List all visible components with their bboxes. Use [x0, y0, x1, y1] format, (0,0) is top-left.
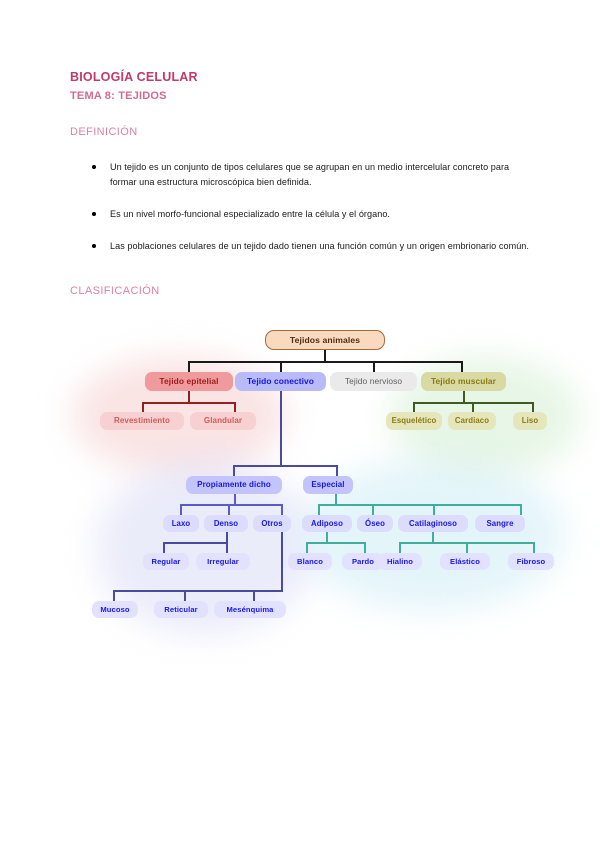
connector-drop-epitelial: [188, 361, 190, 372]
node-cardiaco[interactable]: Cardiaco: [448, 412, 496, 430]
connector-drop-laxo: [180, 504, 182, 515]
connector-drop-esqueletico: [413, 402, 415, 412]
connector-drop-mesenquima: [253, 590, 255, 601]
list-item: Es un nivel morfo-funcional especializad…: [86, 207, 536, 222]
bullet-text: Las poblaciones celulares de un tejido d…: [110, 241, 529, 251]
document-title: BIOLOGÍA CELULAR: [70, 70, 198, 84]
connector-drop-reticular: [184, 590, 186, 601]
node-irregular[interactable]: Irregular: [196, 553, 250, 570]
connector-propiamente-stem: [234, 494, 236, 505]
bullet-dot-icon: [92, 244, 96, 248]
node-esqueletico[interactable]: Esquelético: [386, 412, 442, 430]
node-regular[interactable]: Regular: [143, 553, 189, 570]
connector-denso-stem: [226, 532, 228, 543]
connector-drop-elastico: [466, 542, 468, 553]
node-pardo[interactable]: Pardo: [342, 553, 384, 570]
connector-otros-stem: [281, 532, 283, 591]
connector-drop-catilaginoso: [433, 504, 435, 515]
node-hialino[interactable]: Hialino: [378, 553, 422, 570]
node-sangre[interactable]: Sangre: [475, 515, 525, 532]
bullet-text: Es un nivel morfo-funcional especializad…: [110, 209, 391, 219]
connector-drop-revestimiento: [142, 402, 144, 412]
connector-drop-oseo: [372, 504, 374, 515]
bullet-dot-icon: [92, 165, 96, 169]
node-reticular[interactable]: Reticular: [154, 601, 208, 618]
connector-drop-hialino: [399, 542, 401, 553]
connector-drop-sangre: [520, 504, 522, 515]
connector-muscular-stem: [463, 391, 465, 403]
node-laxo[interactable]: Laxo: [163, 515, 199, 532]
node-tejido-epitelial[interactable]: Tejido epitelial: [145, 372, 233, 391]
node-especial[interactable]: Especial: [303, 476, 353, 494]
node-blanco[interactable]: Blanco: [288, 553, 332, 570]
node-catilaginoso[interactable]: Catilaginoso: [398, 515, 468, 532]
node-mesenquima[interactable]: Mesénquima: [214, 601, 286, 618]
node-fibroso[interactable]: Fibroso: [508, 553, 554, 570]
node-mucoso[interactable]: Mucoso: [92, 601, 138, 618]
definition-bullet-list: Un tejido es un conjunto de tipos celula…: [86, 160, 536, 271]
node-tejido-muscular[interactable]: Tejido muscular: [421, 372, 506, 391]
connector-drop-blanco: [306, 542, 308, 553]
document-subtitle: TEMA 8: TEJIDOS: [70, 90, 167, 102]
connector-drop-fibroso: [533, 542, 535, 553]
node-tejidos-animales[interactable]: Tejidos animales: [265, 330, 385, 350]
node-elastico[interactable]: Elástico: [440, 553, 490, 570]
connector-epitelial-bus: [142, 402, 236, 404]
tissue-classification-diagram: Tejidos animales Tejido epitelial Tejido…: [0, 300, 600, 640]
connector-drop-propiamente: [233, 465, 235, 476]
node-otros[interactable]: Otros: [253, 515, 291, 532]
node-liso[interactable]: Liso: [513, 412, 547, 430]
bullet-text: Un tejido es un conjunto de tipos celula…: [110, 162, 510, 187]
node-propiamente-dicho[interactable]: Propiamente dicho: [186, 476, 282, 494]
connector-drop-otros: [281, 504, 283, 515]
connector-especial-stem: [335, 494, 337, 505]
node-revestimiento[interactable]: Revestimiento: [100, 412, 184, 430]
section-heading-clasificacion: CLASIFICACIÓN: [70, 285, 160, 297]
connector-conectivo-bus: [233, 465, 337, 467]
connector-drop-especial: [336, 465, 338, 476]
connector-drop-cardiaco: [472, 402, 474, 412]
list-item: Las poblaciones celulares de un tejido d…: [86, 239, 536, 254]
node-tejido-conectivo[interactable]: Tejido conectivo: [235, 372, 326, 391]
connector-drop-pardo: [364, 542, 366, 553]
connector-drop-glandular: [234, 402, 236, 412]
node-glandular[interactable]: Glandular: [190, 412, 256, 430]
connector-drop-irregular: [226, 542, 228, 553]
list-item: Un tejido es un conjunto de tipos celula…: [86, 160, 536, 190]
connector-root-stem: [324, 350, 326, 362]
connector-adiposo-stem: [326, 532, 328, 543]
connector-adiposo-bus: [306, 542, 365, 544]
node-oseo[interactable]: Óseo: [357, 515, 393, 532]
connector-epitelial-stem: [188, 391, 190, 403]
connector-denso-bus: [163, 542, 227, 544]
node-tejido-nervioso[interactable]: Tejido nervioso: [330, 372, 417, 391]
connector-otros-bus: [113, 590, 283, 592]
connector-drop-liso: [532, 402, 534, 412]
connector-propiamente-bus: [180, 504, 282, 506]
connector-drop-mucoso: [113, 590, 115, 601]
connector-drop-regular: [163, 542, 165, 553]
connector-conectivo-stem: [280, 391, 282, 466]
connector-root-bus: [188, 361, 462, 363]
connector-drop-muscular: [461, 361, 463, 372]
connector-drop-adiposo: [318, 504, 320, 515]
node-adiposo[interactable]: Adiposo: [302, 515, 352, 532]
connector-drop-conectivo: [280, 361, 282, 372]
connector-drop-nervioso: [373, 361, 375, 372]
connector-especial-bus: [318, 504, 521, 506]
connector-drop-denso: [228, 504, 230, 515]
bullet-dot-icon: [92, 212, 96, 216]
connector-catilaginoso-stem: [432, 532, 434, 543]
section-heading-definicion: DEFINICIÓN: [70, 126, 138, 138]
node-denso[interactable]: Denso: [204, 515, 248, 532]
